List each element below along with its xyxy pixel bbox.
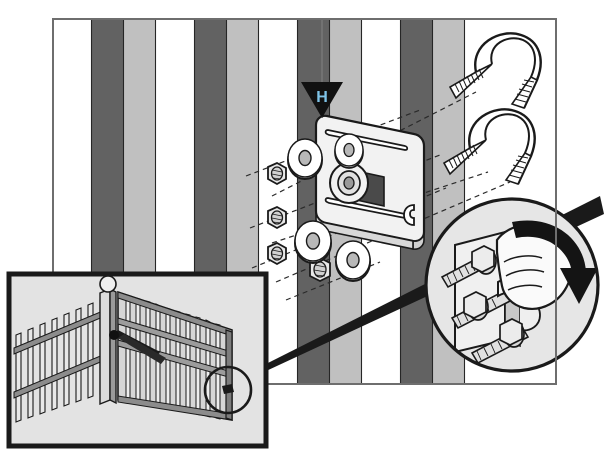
thread-hatch — [271, 249, 283, 260]
hand-crease — [503, 255, 543, 263]
thread-hatch — [271, 213, 283, 224]
u-bolt-threaded-leg — [510, 75, 539, 109]
flat-washer — [287, 138, 323, 180]
detail-hex-nut — [463, 291, 487, 319]
detail-hex-nut — [471, 245, 495, 273]
thread-hatch — [508, 155, 529, 179]
rotation-arrow-icon — [512, 220, 597, 304]
flat-washer-group — [287, 133, 371, 282]
gate-overview-inset — [6, 271, 269, 449]
hinge-pivot — [109, 330, 119, 340]
callout-marker-h: H — [301, 20, 343, 118]
thread-hatch — [271, 169, 283, 180]
main-frame-border — [52, 18, 557, 385]
gate-end-stile — [225, 329, 233, 421]
flat-washer — [334, 133, 364, 169]
hinge-arm-lower — [118, 334, 166, 364]
hex-nut — [267, 241, 287, 266]
u-bolt — [442, 108, 536, 185]
hand-crease — [505, 269, 545, 277]
threaded-rod-assembly — [470, 318, 530, 365]
wrench-tightening-detail — [424, 197, 600, 373]
post-cap — [99, 275, 117, 293]
flat-washer — [335, 240, 371, 282]
mounting-bracket-plate — [314, 114, 426, 250]
hex-nut — [267, 161, 287, 186]
bracket-center-hole — [329, 162, 369, 204]
detail-circle-contents — [440, 220, 597, 365]
gate-hinge-arm — [109, 330, 166, 364]
flat-washer — [294, 220, 332, 264]
hex-nut — [267, 205, 287, 230]
thread-hatch — [514, 79, 535, 103]
u-bolt — [448, 32, 542, 109]
marker-bracket-glyph — [222, 384, 234, 394]
threaded-rod-assembly — [440, 245, 497, 289]
thread-hatch — [448, 144, 478, 169]
hex-nut-group — [267, 161, 331, 283]
detail-circle-outline — [424, 197, 600, 373]
inset-contents — [13, 275, 253, 423]
flat-washer — [337, 164, 371, 202]
u-bolt-threaded-leg — [442, 139, 487, 176]
u-bolt-group — [442, 32, 542, 185]
callout-label-h: H — [316, 89, 328, 106]
hand-crease — [507, 284, 543, 291]
bracket-side-notch — [403, 204, 415, 226]
down-triangle-icon — [301, 82, 343, 118]
gate-post — [99, 275, 117, 406]
u-bolt-threaded-leg — [448, 63, 493, 100]
detail-hex-nut — [499, 318, 523, 346]
rotation-arrow-head — [560, 268, 597, 304]
marker-circle — [203, 365, 253, 415]
thread-hatch — [313, 264, 327, 277]
rotation-arrow-arc — [512, 220, 586, 272]
thread-hatch — [454, 68, 484, 93]
inset-detail-marker — [203, 365, 253, 415]
u-bolt-threaded-leg — [504, 151, 533, 185]
